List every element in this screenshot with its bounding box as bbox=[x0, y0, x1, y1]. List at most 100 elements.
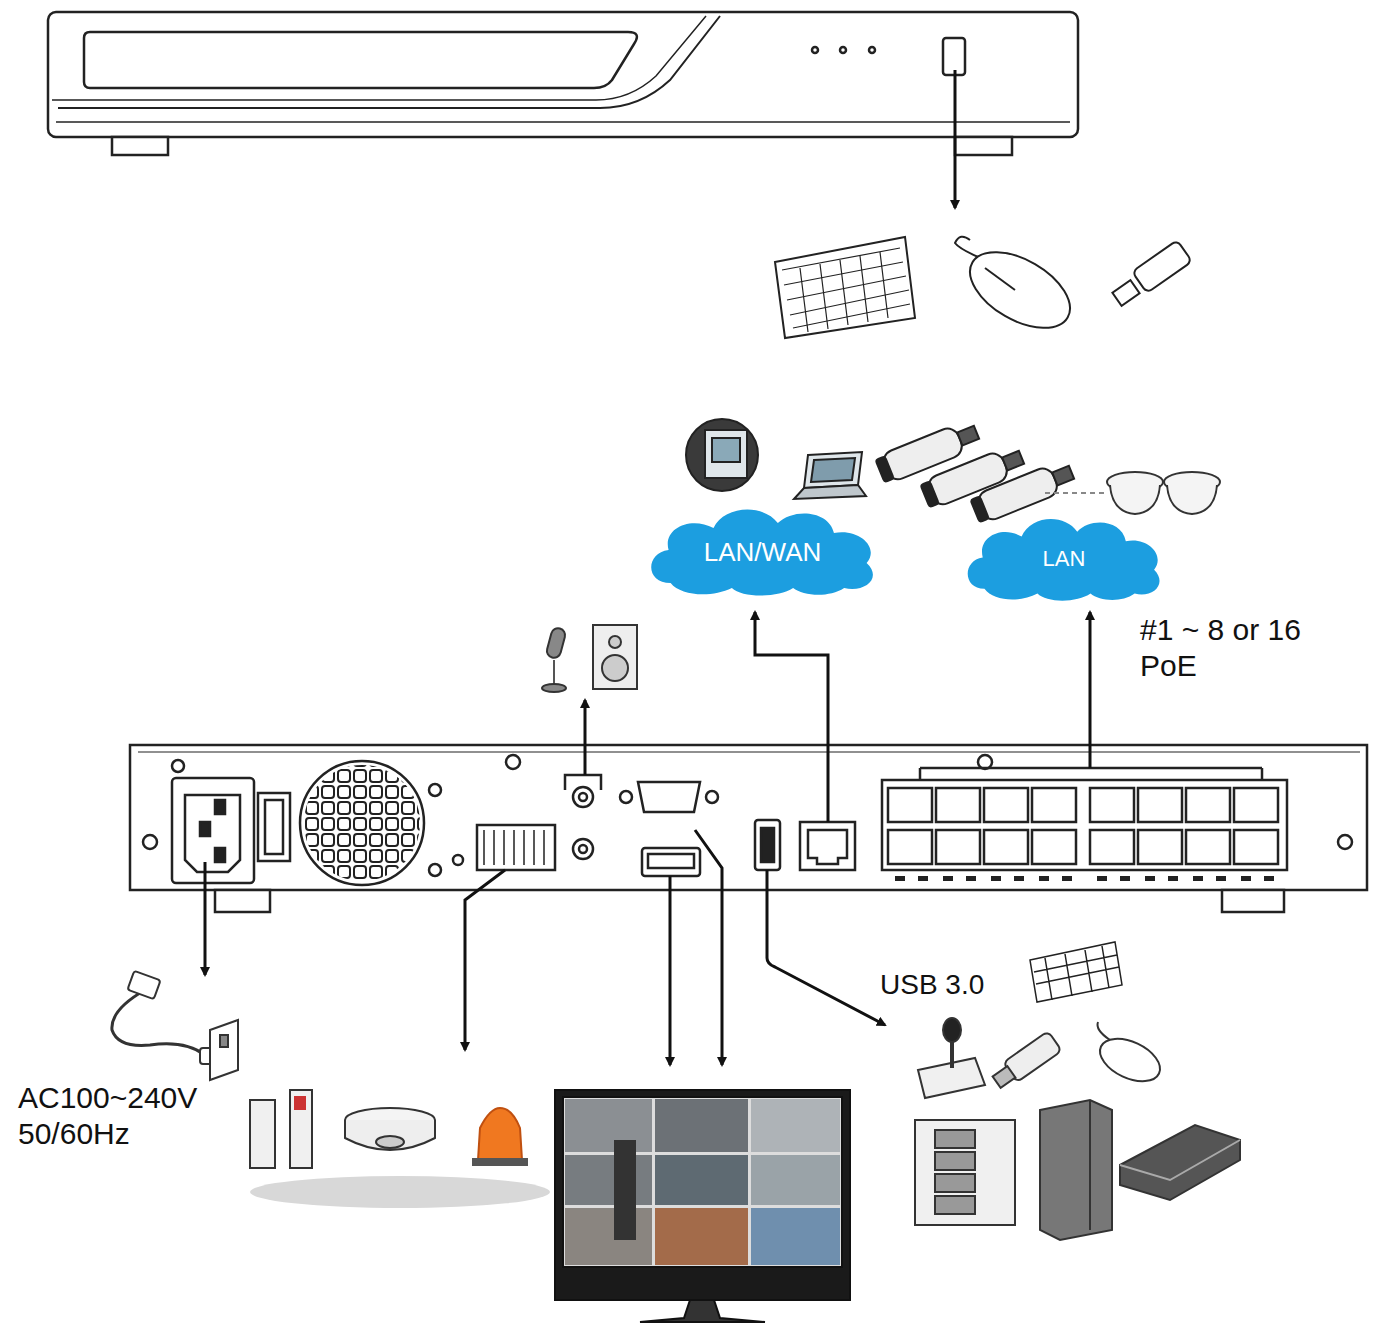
nvr-rear-part bbox=[579, 845, 587, 853]
nvr-front-part bbox=[48, 12, 1078, 137]
keyboard-icon-part bbox=[775, 237, 915, 338]
mouse-icon bbox=[955, 237, 1083, 344]
usb-drive-icon-part bbox=[993, 1066, 1016, 1088]
bullet-camera-icons bbox=[874, 418, 1105, 525]
nvr-rear-part bbox=[888, 788, 932, 822]
monitor-icon-part bbox=[614, 1140, 636, 1240]
nvr-front-part bbox=[869, 47, 875, 53]
nvr-rear-part bbox=[1234, 788, 1278, 822]
monitor-icon-part bbox=[565, 1155, 652, 1205]
microphone-icon bbox=[542, 627, 567, 692]
monitor-icon-part bbox=[655, 1155, 748, 1205]
bullet-camera-icons-part-part bbox=[971, 496, 989, 522]
monitor-icon-part bbox=[751, 1099, 840, 1152]
storage-icons-part bbox=[1120, 1125, 1240, 1200]
usb-keyboard-icon bbox=[1030, 942, 1122, 1002]
speaker-icon-part bbox=[609, 636, 621, 648]
nvr-front-part bbox=[56, 121, 1070, 123]
nvr-rear-part bbox=[453, 855, 463, 865]
connection-arrows-part bbox=[767, 870, 885, 1025]
nvr-rear-part bbox=[265, 800, 283, 854]
monitor-icon bbox=[555, 1090, 850, 1322]
nvr-rear-part bbox=[1222, 890, 1284, 912]
nvr-rear-part bbox=[1261, 768, 1264, 780]
nvr-rear-part bbox=[888, 830, 932, 864]
nvr-rear-part bbox=[143, 835, 157, 849]
alarm-devices-part bbox=[345, 1120, 435, 1150]
pc-icon bbox=[686, 419, 758, 491]
storage-icons-part bbox=[935, 1174, 975, 1192]
nvr-rear-part bbox=[1138, 830, 1182, 864]
pc-icon-part bbox=[686, 419, 758, 491]
keyboard-icon bbox=[775, 237, 915, 338]
nvr-rear bbox=[130, 745, 1367, 912]
alarm-devices-part bbox=[376, 1136, 404, 1148]
laptop-icon bbox=[794, 452, 866, 499]
microphone-icon-part bbox=[542, 684, 566, 692]
power-cord-icon bbox=[112, 971, 238, 1080]
power-cord-icon-part bbox=[210, 1020, 238, 1080]
nvr-rear-part bbox=[1032, 830, 1076, 864]
usb-mouse-icon bbox=[1093, 1022, 1166, 1090]
nvr-rear-part bbox=[984, 788, 1028, 822]
storage-icons-part bbox=[935, 1130, 975, 1148]
monitor-icon-part bbox=[555, 1090, 850, 1300]
nvr-front-part bbox=[812, 47, 818, 53]
port-leds-part bbox=[918, 876, 928, 881]
port-leds-part bbox=[1264, 876, 1274, 881]
microphone-icon-part bbox=[545, 627, 566, 660]
nvr-rear-part bbox=[573, 839, 593, 859]
bullet-camera-icons-part-part bbox=[921, 481, 939, 507]
network-cloud: LAN bbox=[958, 508, 1170, 603]
nvr-front-part bbox=[955, 137, 1012, 155]
alarm-devices-part bbox=[478, 1108, 522, 1160]
connection-arrows bbox=[205, 612, 1090, 1065]
nvr-rear-part bbox=[936, 788, 980, 822]
usb-keyboard-icon-part bbox=[1034, 946, 1119, 1000]
nvr-rear-part bbox=[1138, 788, 1182, 822]
port-leds-part bbox=[1097, 876, 1107, 881]
bullet-camera-icons-part-part bbox=[1002, 451, 1024, 471]
nvr-rear-part bbox=[130, 745, 1367, 890]
alarm-devices bbox=[250, 1090, 550, 1208]
nvr-rear-part bbox=[1186, 788, 1230, 822]
nvr-front bbox=[48, 12, 1078, 155]
nvr-front-part bbox=[112, 137, 168, 155]
laptop-icon-part bbox=[811, 458, 855, 482]
bullet-camera-icons-part bbox=[969, 458, 1077, 525]
nvr-rear-part bbox=[1234, 830, 1278, 864]
monitor-icon-part bbox=[565, 1099, 652, 1152]
bullet-camera-icons-part-part bbox=[1052, 466, 1074, 486]
nvr-front-part bbox=[840, 47, 846, 53]
nvr-rear-part bbox=[484, 830, 544, 865]
nvr-rear-part bbox=[200, 822, 210, 836]
nvr-rear-part bbox=[1186, 830, 1230, 864]
nvr-rear-part bbox=[1338, 835, 1352, 849]
storage-icons-part bbox=[935, 1152, 975, 1170]
monitor-icon-part bbox=[655, 1208, 748, 1265]
dome-camera-icons-part bbox=[1167, 485, 1217, 514]
nvr-rear-part bbox=[808, 830, 847, 864]
storage-icons-part bbox=[915, 1120, 1015, 1225]
bullet-camera-icons-part bbox=[1045, 492, 1105, 494]
cloud-label: LAN/WAN bbox=[704, 537, 822, 568]
usb-mouse-icon-part bbox=[1098, 1022, 1111, 1040]
nvr-rear-part bbox=[185, 795, 240, 872]
speaker-icon-part bbox=[593, 625, 637, 689]
joystick-icon bbox=[918, 1018, 985, 1098]
usb-stick-icon-part bbox=[1112, 280, 1139, 306]
storage-icons-part bbox=[935, 1196, 975, 1214]
alarm-devices-part bbox=[294, 1096, 306, 1110]
nvr-rear-part bbox=[1090, 788, 1134, 822]
nvr-front-part bbox=[943, 38, 965, 75]
poe-port-note: #1 ~ 8 or 16 PoE bbox=[1140, 612, 1340, 684]
microphone-icon-part bbox=[553, 660, 555, 685]
nvr-rear-part bbox=[1090, 830, 1134, 864]
port-leds-part bbox=[1014, 876, 1024, 881]
usb-keyboard-icon-part bbox=[1030, 942, 1122, 1002]
connection-arrows-part bbox=[584, 700, 587, 775]
speaker-icon-part bbox=[602, 655, 628, 681]
cloud-outline bbox=[651, 510, 873, 596]
nvr-rear-part bbox=[882, 780, 1287, 870]
nvr-rear-part bbox=[258, 793, 290, 861]
